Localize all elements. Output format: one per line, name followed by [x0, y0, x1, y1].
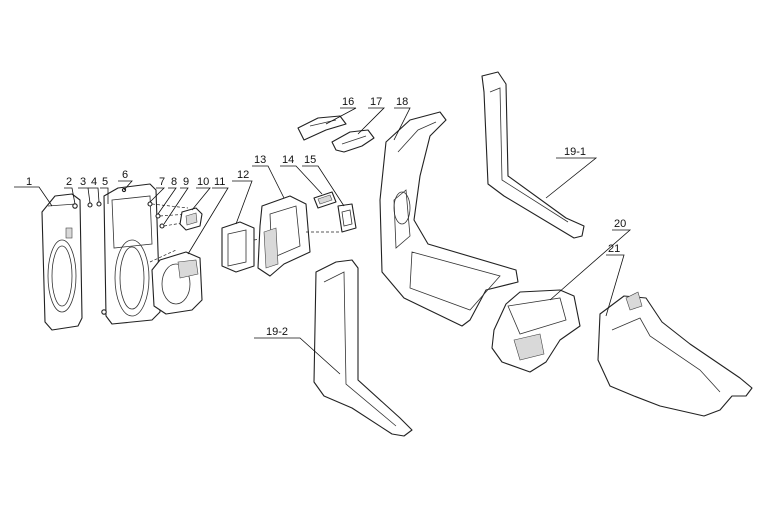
- callout-20: 20: [614, 218, 626, 230]
- callout-4: 4: [91, 176, 97, 188]
- callout-12: 12: [237, 169, 249, 181]
- callout-labels: 1 2 3 4 5 6 7 8 9 10 11 12 13 14 15 16 1…: [26, 96, 626, 338]
- callout-19-1: 19-1: [564, 146, 586, 158]
- callout-17: 17: [370, 96, 382, 108]
- callout-15: 15: [304, 154, 316, 166]
- part-17-lower-bracket: [331, 129, 375, 153]
- callout-2: 2: [66, 176, 72, 188]
- callout-8: 8: [171, 176, 177, 188]
- part-21-floor-panel: [597, 291, 753, 417]
- callout-1: 1: [26, 176, 32, 188]
- part-16-upper-bracket: [297, 115, 347, 141]
- callout-16: 16: [342, 96, 354, 108]
- callout-9: 9: [183, 176, 189, 188]
- part-19-2-side-trim: [313, 259, 413, 437]
- callout-19-2: 19-2: [266, 326, 288, 338]
- callout-5: 5: [102, 176, 108, 188]
- part-12-switch-block: [221, 221, 267, 273]
- part-6-speaker-frame: [101, 183, 161, 325]
- callout-11: 11: [214, 176, 225, 188]
- part-15-key-switch: [337, 203, 357, 233]
- callout-6: 6: [122, 169, 128, 181]
- callout-14: 14: [282, 154, 294, 166]
- part-11-speaker-unit: [149, 249, 203, 315]
- part-20-lower-cover: [491, 289, 581, 373]
- part-14-clip: [313, 191, 337, 209]
- callout-18: 18: [396, 96, 408, 108]
- callout-21: 21: [608, 243, 620, 255]
- part-1-cover-panel: [41, 193, 83, 331]
- part-13-bracket: [257, 195, 340, 277]
- callout-3: 3: [80, 176, 86, 188]
- part-19-1-side-trim: [481, 71, 585, 239]
- part-18-inner-leg-shield: [379, 111, 519, 327]
- part-10-connector: [179, 207, 203, 231]
- callout-13: 13: [254, 154, 266, 166]
- callout-10: 10: [197, 176, 209, 188]
- leader-lines: [14, 107, 632, 375]
- callout-7: 7: [159, 176, 165, 188]
